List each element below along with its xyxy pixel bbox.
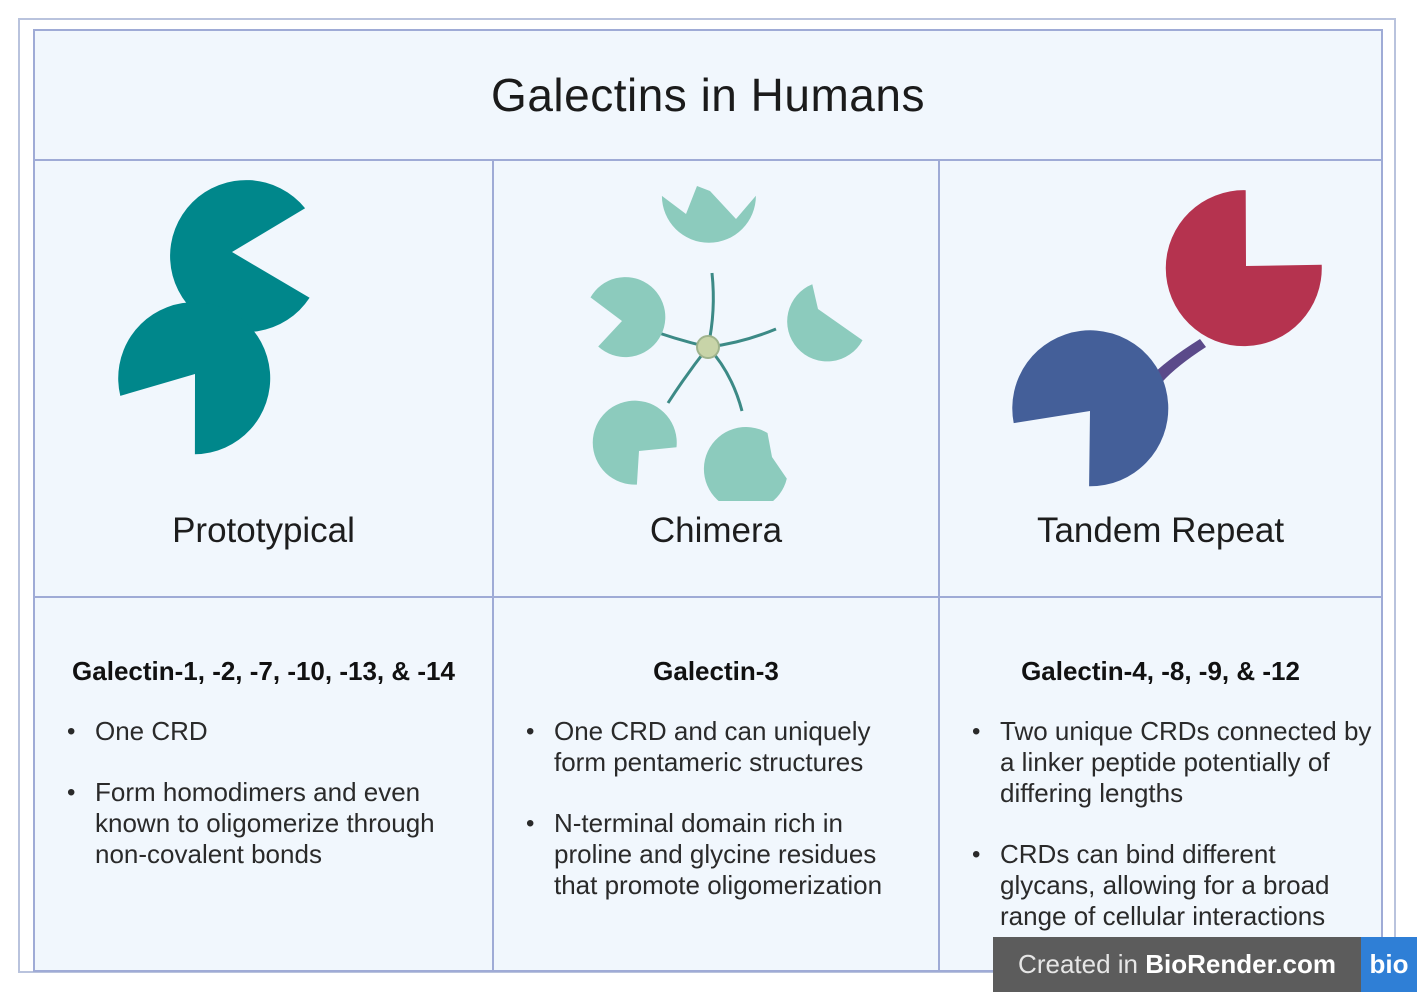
members-prototypical: Galectin-1, -2, -7, -10, -13, & -14: [72, 656, 455, 686]
prototypical-illustration: [35, 161, 492, 501]
linker-peptide: [1148, 339, 1206, 387]
crd-domain-upper: [170, 180, 310, 333]
galectin-table: Galectins in Humans Prototypical Galecti…: [33, 29, 1383, 972]
biorender-logo-icon: bio: [1361, 937, 1417, 992]
title-row: Galectins in Humans: [35, 31, 1381, 161]
type-label-tandem-repeat: Tandem Repeat: [1036, 511, 1285, 550]
bullets-chimera: One CRD and can uniquely form pentameric…: [526, 716, 926, 931]
type-label-prototypical: Prototypical: [172, 511, 355, 550]
watermark-prefix: Created in: [1018, 949, 1146, 979]
biorender-watermark[interactable]: Created in BioRender.com bio: [993, 937, 1417, 992]
bullet-item: N-terminal domain rich in proline and gl…: [526, 808, 926, 901]
watermark-brand: BioRender.com: [1145, 949, 1336, 979]
column-chimera: Chimera Galectin-3 One CRD and can uniqu…: [494, 161, 940, 972]
bullets-prototypical: One CRD Form homodimers and even known t…: [67, 716, 477, 900]
column-tandem-repeat: Tandem Repeat Galectin-4, -8, -9, & -12 …: [940, 161, 1381, 972]
bullet-item: One CRD: [67, 716, 477, 747]
oligomer-core: [696, 335, 720, 359]
bullet-item: One CRD and can uniquely form pentameric…: [526, 716, 926, 778]
tandem-repeat-icon: [1012, 190, 1322, 487]
crd-domain: [661, 186, 756, 243]
crd-domain: [590, 277, 666, 358]
row-divider: [35, 596, 1381, 598]
tandem-repeat-illustration: [940, 161, 1381, 501]
prototypical-dimer-icon: [118, 180, 310, 455]
chimera-pentamer-icon: [590, 186, 863, 501]
diagram-title: Galectins in Humans: [491, 69, 925, 121]
outer-frame: [18, 18, 1396, 973]
crd-domains: [590, 186, 863, 501]
bullet-item: Form homodimers and even known to oligom…: [67, 777, 477, 870]
type-label-chimera: Chimera: [649, 511, 783, 550]
crd-domain: [592, 400, 677, 485]
bullets-tandem-repeat: Two unique CRDs connected by a linker pe…: [972, 716, 1372, 962]
crd-domain: [787, 284, 863, 362]
crd-domain: [703, 427, 787, 501]
chimera-illustration: [494, 161, 938, 501]
crd-domain-red: [1165, 190, 1322, 347]
crd-domain-lower: [118, 302, 271, 455]
members-tandem-repeat: Galectin-4, -8, -9, & -12: [1021, 656, 1300, 686]
column-prototypical: Prototypical Galectin-1, -2, -7, -10, -1…: [35, 161, 494, 972]
bullet-item: CRDs can bind different glycans, allowin…: [972, 839, 1372, 932]
crd-domain-blue: [1012, 330, 1169, 487]
bullet-item: Two unique CRDs connected by a linker pe…: [972, 716, 1372, 809]
watermark-text: Created in BioRender.com: [993, 949, 1361, 980]
members-chimera: Galectin-3: [653, 656, 779, 686]
